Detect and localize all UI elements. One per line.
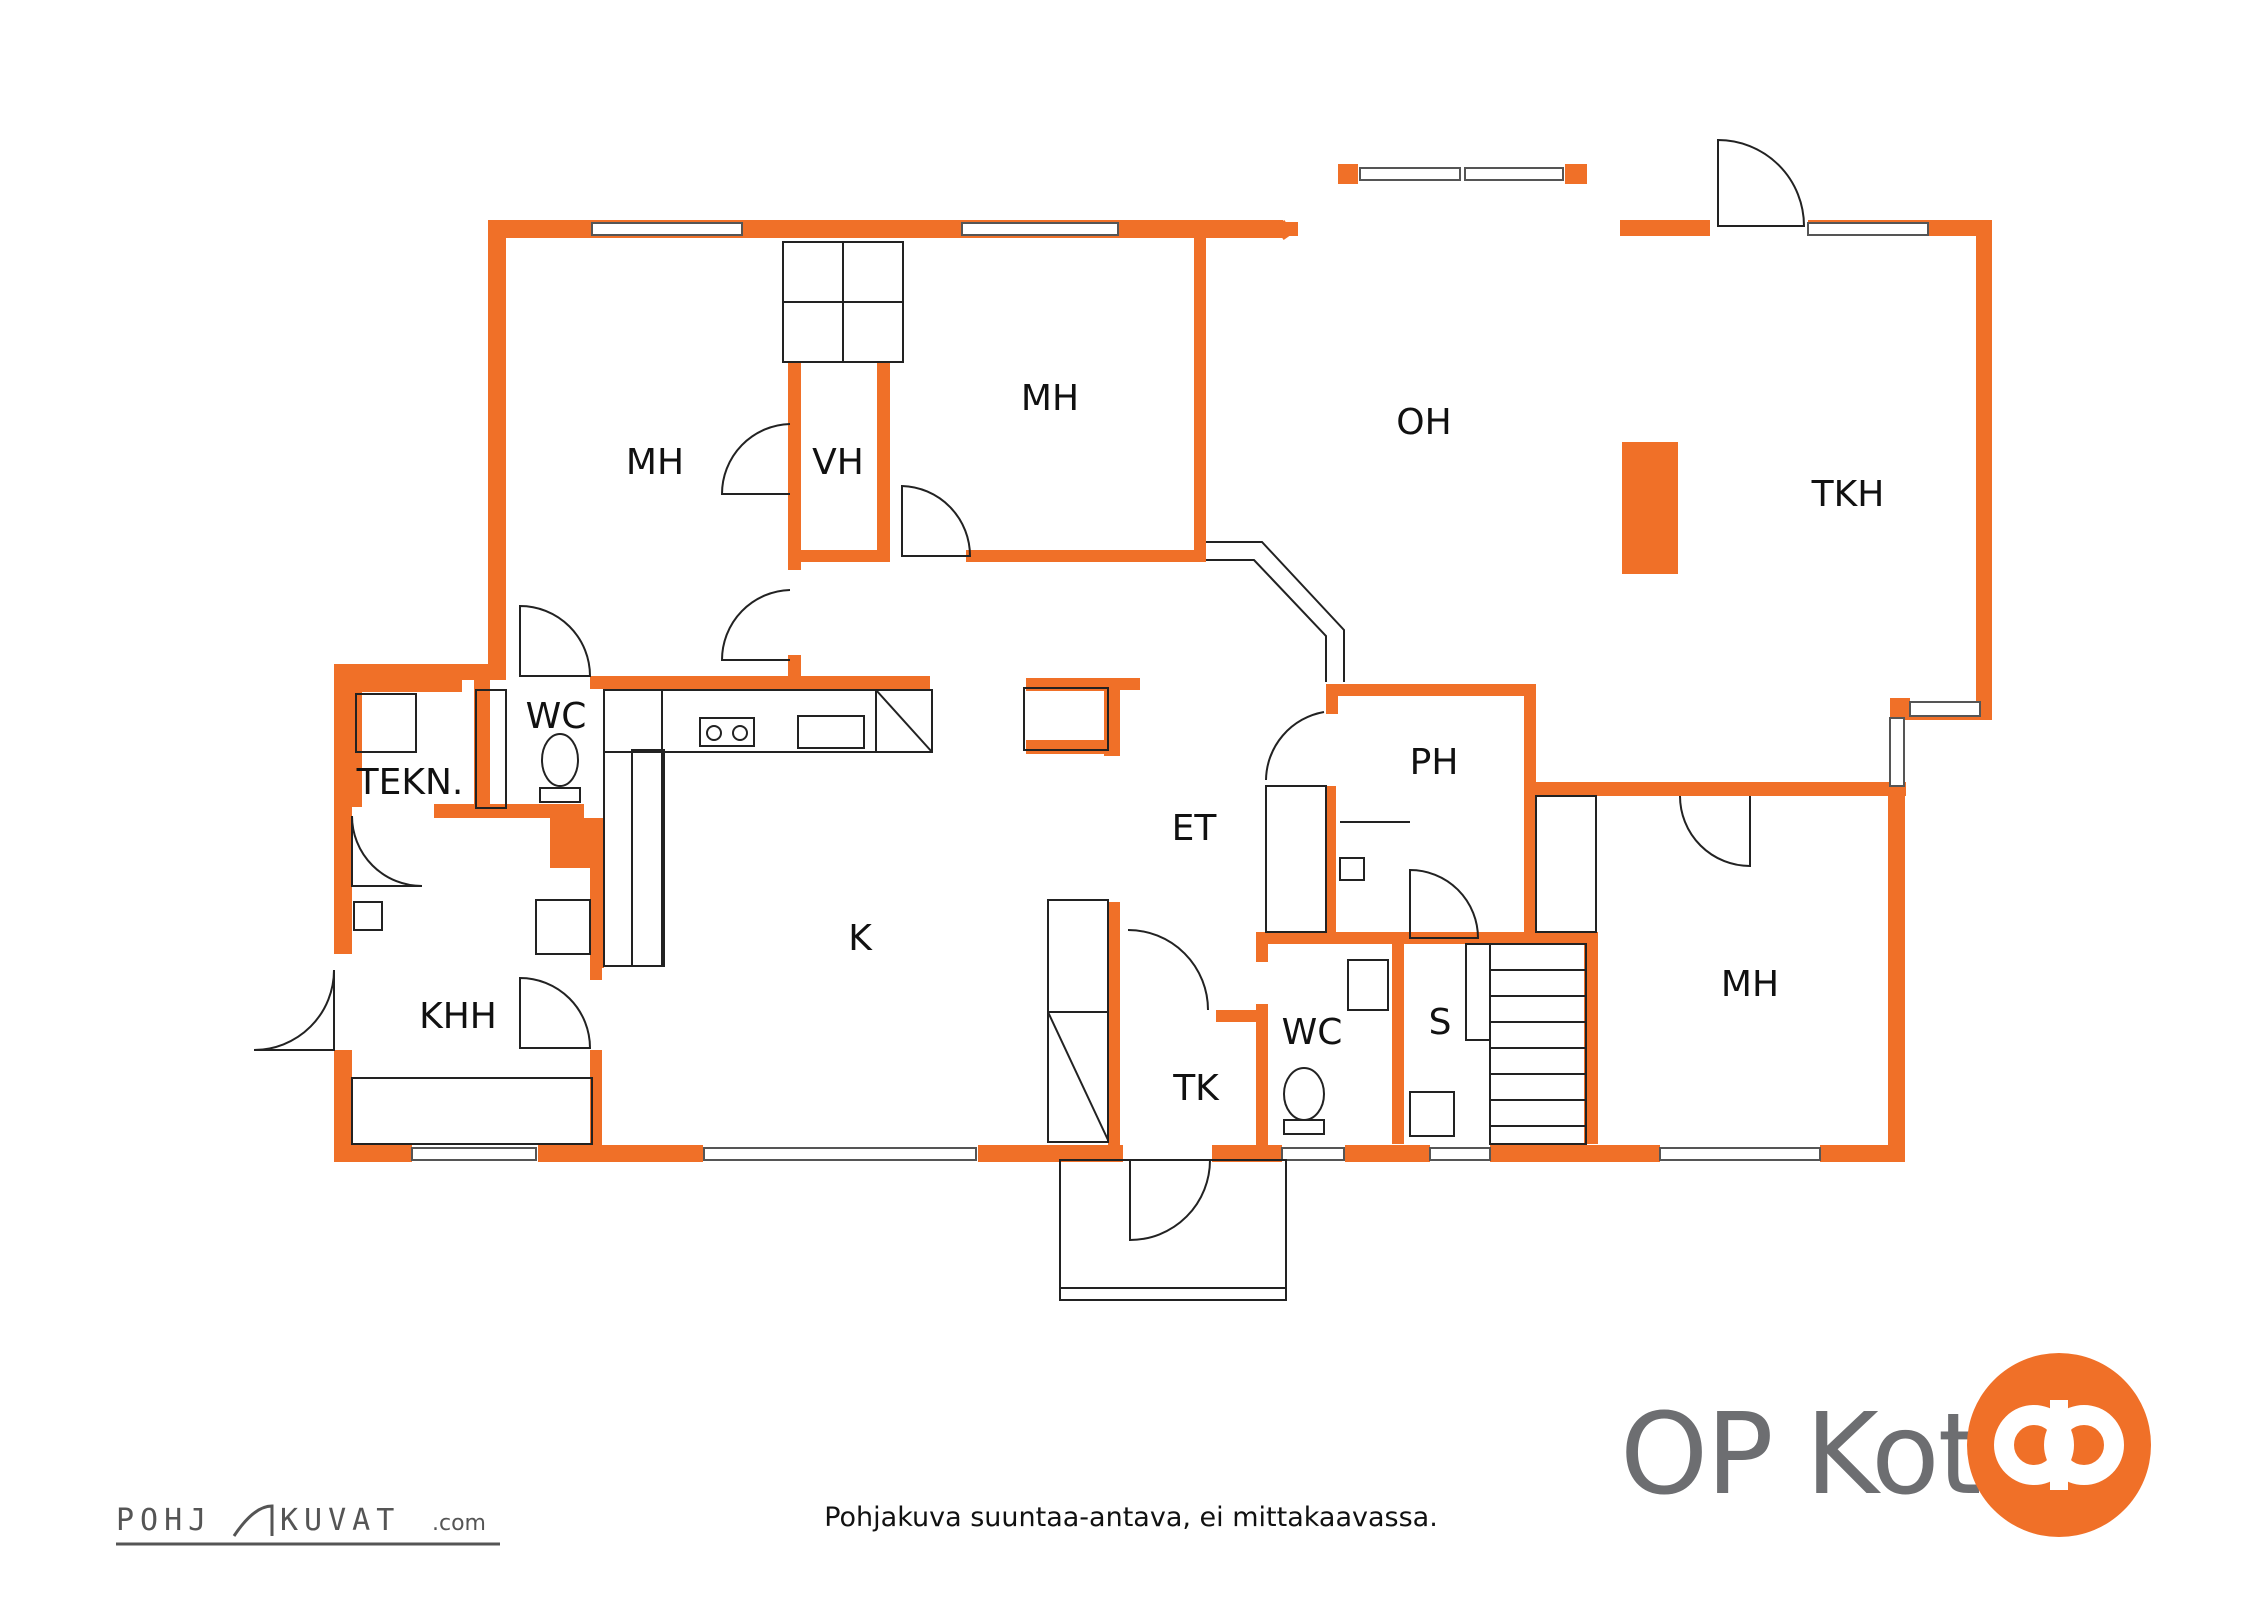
fixtures bbox=[253, 138, 1806, 1301]
room-label-et: ET bbox=[1172, 808, 1218, 849]
disclaimer-caption: Pohjakuva suuntaa-antava, ei mittakaavas… bbox=[824, 1502, 1438, 1533]
room-label-tk: TK bbox=[1172, 1068, 1220, 1109]
room-label-wc-1: WC bbox=[526, 696, 587, 737]
room-label-k: K bbox=[848, 918, 873, 959]
room-label-tekn: TEKN. bbox=[356, 762, 464, 803]
room-label-wc-2: WC bbox=[1282, 1012, 1343, 1053]
op-koti-brand: OP Koti bbox=[1620, 1390, 2011, 1520]
room-label-khh: KHH bbox=[419, 996, 497, 1037]
op-logo-icon bbox=[1967, 1353, 2151, 1537]
room-label-vh: VH bbox=[812, 442, 864, 483]
room-label-mh-2: MH bbox=[1021, 378, 1079, 419]
room-label-ph: PH bbox=[1410, 742, 1459, 783]
walls bbox=[334, 164, 1992, 1162]
room-label-oh: OH bbox=[1396, 402, 1451, 443]
pohjakuvat-brand-suffix: .com bbox=[432, 1511, 486, 1536]
room-labels: MH VH MH OH TKH WC TEKN. PH ET K KHH TK … bbox=[356, 378, 1885, 1109]
windows bbox=[411, 167, 1981, 1161]
pohjakuvat-brand-left: POHJ bbox=[116, 1503, 212, 1538]
pohjakuvat-logo: POHJ KUVAT .com bbox=[116, 1503, 500, 1546]
room-label-tkh: TKH bbox=[1811, 474, 1885, 515]
pohjakuvat-brand-right: KUVAT bbox=[280, 1503, 400, 1538]
room-label-mh-3: MH bbox=[1721, 964, 1779, 1005]
room-label-s: S bbox=[1429, 1002, 1452, 1043]
room-label-mh-1: MH bbox=[626, 442, 684, 483]
